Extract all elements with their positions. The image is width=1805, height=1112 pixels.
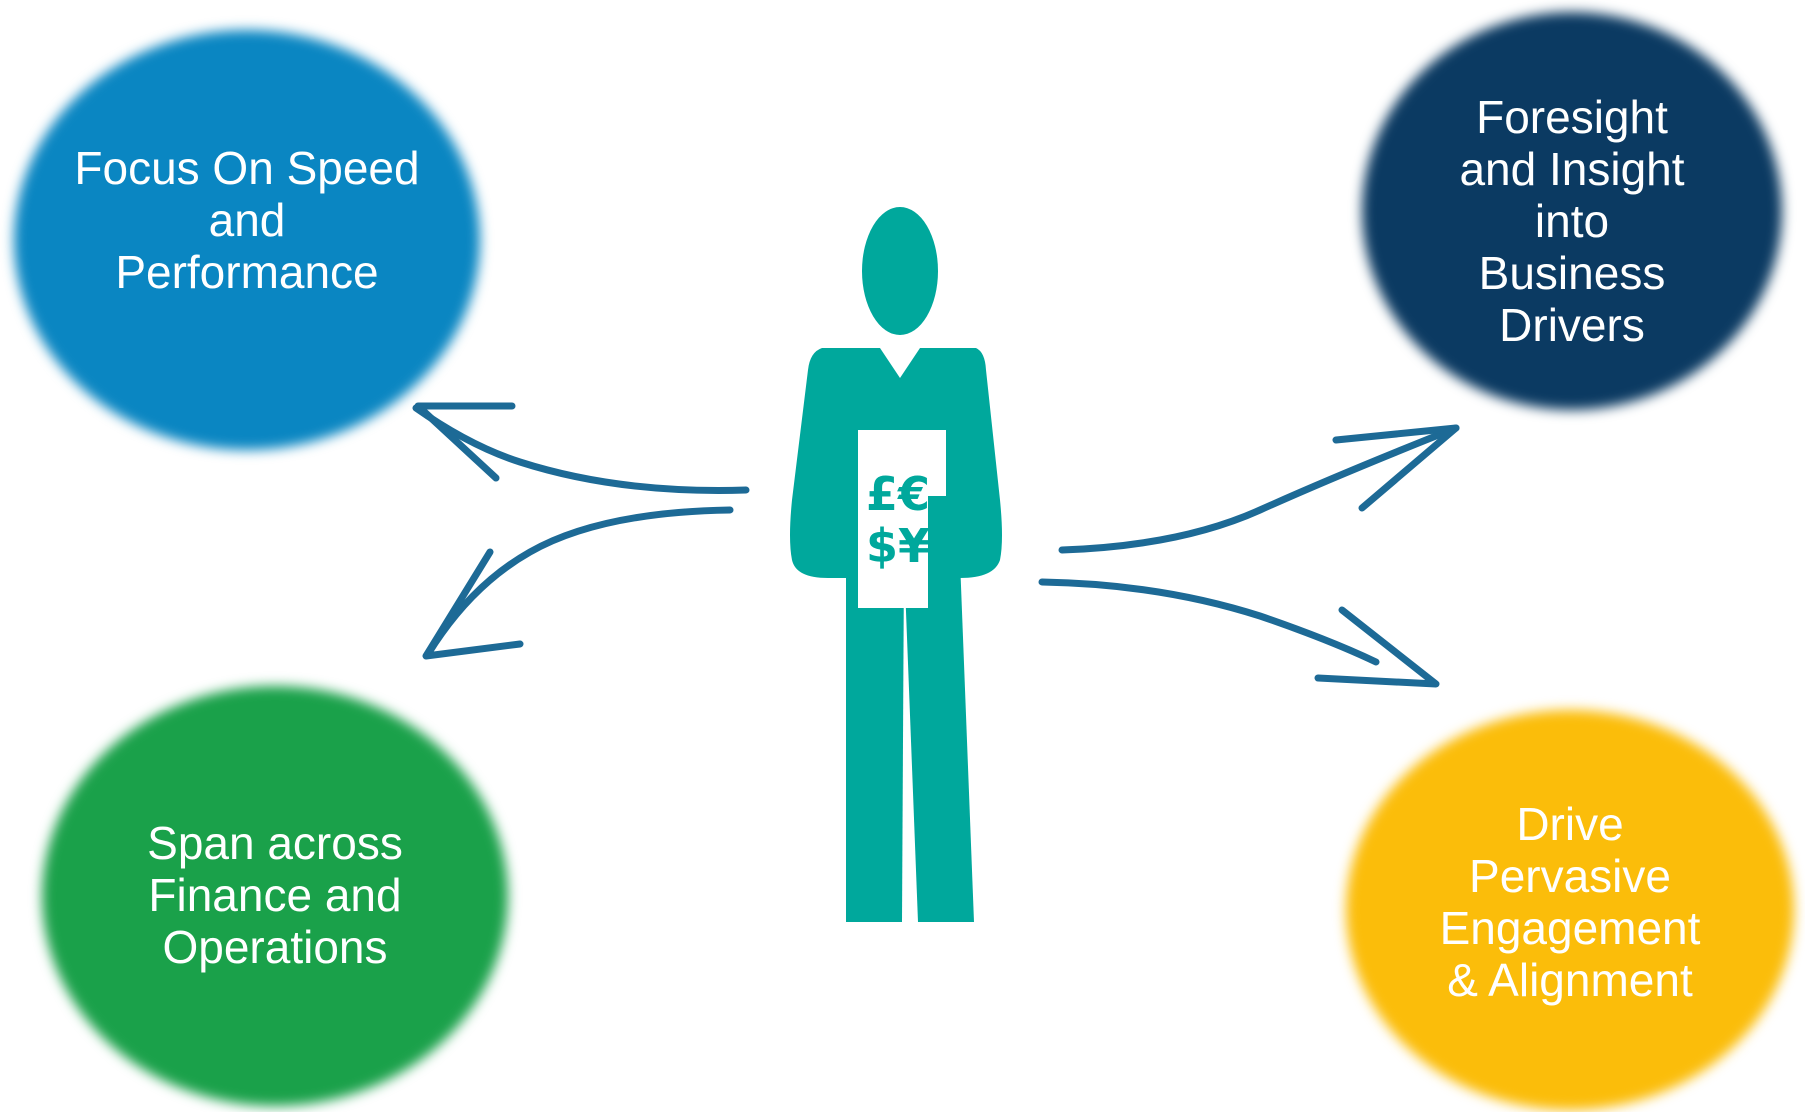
- bubble-speed-fill: [14, 30, 480, 450]
- bubble-foresight-label: Foresight and Insight into Business Driv…: [1459, 91, 1685, 351]
- bubble-speed-label: Focus On Speed and Performance: [74, 142, 420, 298]
- bubble-span-label: Span across Finance and Operations: [147, 817, 403, 973]
- currency-document: [858, 430, 946, 608]
- bubble-foresight-insight: Foresight and Insight into Business Driv…: [1362, 12, 1782, 410]
- bubble-drive-label: Drive Pervasive Engagement & Alignment: [1439, 798, 1701, 1006]
- bubble-foresight-fill: [1362, 12, 1782, 410]
- currency-symbols-bottom: $¥: [866, 519, 930, 573]
- bubble-focus-speed-performance: Focus On Speed and Performance: [14, 30, 480, 450]
- arrow-to-drive: [1038, 578, 1440, 688]
- finance-person-figure: £€ $¥: [790, 207, 1002, 922]
- person-left-leg: [846, 560, 904, 922]
- bubble-drive-engagement: Drive Pervasive Engagement & Alignment: [1346, 710, 1794, 1110]
- bubble-span-fill: [42, 686, 508, 1106]
- currency-symbols-top: £€: [866, 467, 930, 521]
- arrow-to-span: [422, 506, 734, 660]
- arrow-to-foresight: [1058, 424, 1460, 554]
- arrow-to-speed: [412, 402, 750, 494]
- person-head: [862, 207, 938, 335]
- bubble-drive-fill: [1346, 710, 1794, 1110]
- bubble-span-finance-operations: Span across Finance and Operations: [42, 686, 508, 1106]
- person-right-leg: [904, 560, 974, 922]
